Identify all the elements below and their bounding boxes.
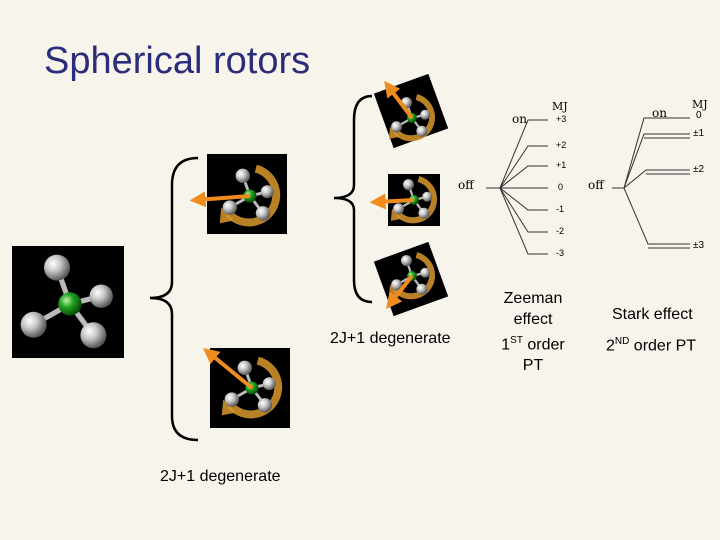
stark-level: ±2 bbox=[693, 164, 705, 175]
stark-on-label: on bbox=[652, 106, 667, 120]
zeeman-level: +2 bbox=[556, 140, 567, 150]
zeeman-order: 1ST order bbox=[501, 335, 565, 354]
stark-mj-label: MJ bbox=[692, 98, 708, 111]
stark-splitting-sketch bbox=[612, 117, 690, 249]
zeeman-level: -1 bbox=[556, 204, 565, 214]
zeeman-splitting-sketch bbox=[486, 119, 548, 255]
degenerate-label-left: 2J+1 degenerate bbox=[160, 468, 281, 485]
molecule-right-bottom bbox=[373, 241, 449, 317]
zeeman-level: 0 bbox=[558, 182, 564, 192]
slide-title: Spherical rotors bbox=[44, 40, 311, 82]
zeeman-level: +1 bbox=[556, 160, 567, 170]
stark-level: ±3 bbox=[693, 240, 705, 251]
zeeman-line4: PT bbox=[522, 357, 544, 375]
brace-large bbox=[149, 156, 199, 442]
molecule-right-top bbox=[373, 73, 449, 149]
zeeman-level: -2 bbox=[556, 226, 565, 236]
zeeman-effect-label: Zeeman effect 1ST order PT bbox=[490, 288, 576, 376]
brace-small bbox=[333, 94, 373, 304]
stark-effect-label: Stark effect bbox=[612, 306, 693, 323]
zeeman-off-label: off bbox=[458, 178, 474, 192]
degenerate-label-right: 2J+1 degenerate bbox=[330, 330, 451, 347]
molecule-mid-bottom bbox=[203, 347, 290, 428]
zeeman-level: +3 bbox=[556, 114, 567, 124]
zeeman-on-label: on bbox=[512, 112, 527, 126]
molecule-mid-top bbox=[189, 154, 287, 234]
zeeman-line2: effect bbox=[513, 311, 553, 328]
zeeman-line1: Zeeman bbox=[503, 290, 563, 307]
zeeman-mj-label: MJ bbox=[552, 100, 568, 113]
molecule-right-mid bbox=[369, 174, 440, 226]
stark-level: 0 bbox=[696, 110, 702, 121]
stark-order-label: 2ND order PT bbox=[606, 336, 697, 355]
zeeman-level: -3 bbox=[556, 248, 565, 258]
stark-level: ±1 bbox=[693, 128, 705, 139]
stark-off-label: off bbox=[588, 178, 604, 192]
